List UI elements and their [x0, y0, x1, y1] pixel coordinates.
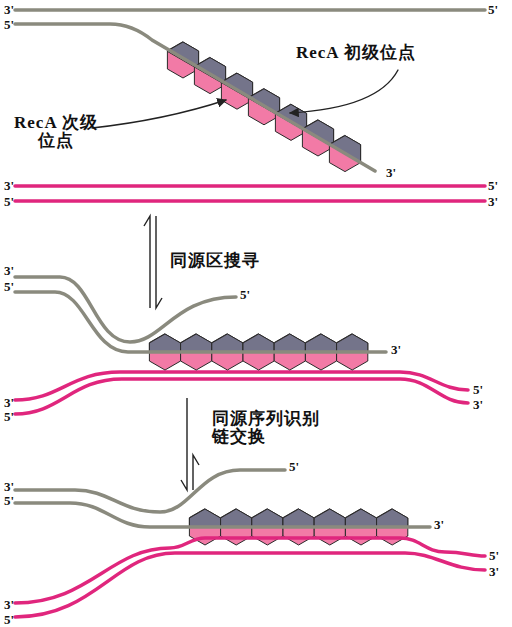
- dna-strand: [15, 379, 468, 414]
- strand-end-label: 3': [4, 264, 14, 278]
- strand-end-label: 5': [289, 460, 299, 474]
- dna-strand: [15, 538, 485, 603]
- strand-end-label: 5': [4, 613, 14, 627]
- dna-strand: [15, 277, 236, 342]
- callout-label: 同源序列识别 链交换: [212, 410, 330, 446]
- panel-three: [15, 470, 485, 617]
- strand-end-label: 3': [4, 3, 14, 17]
- equilibrium-arrows: [181, 398, 199, 490]
- strand-end-label: 3': [4, 396, 14, 410]
- strand-end-label: 3': [4, 598, 14, 612]
- dna-strand: [15, 292, 386, 352]
- strand-end-label: 3': [391, 343, 401, 357]
- strand-end-label: 5': [240, 288, 250, 302]
- strand-end-label: 3': [434, 518, 444, 532]
- strand-end-label: 3': [386, 166, 396, 180]
- strand-end-label: 3': [4, 480, 14, 494]
- leader-line: [290, 70, 398, 113]
- equilibrium-arrows: [144, 216, 162, 308]
- strand-end-label: 5': [4, 494, 14, 508]
- dna-strand: [15, 184, 485, 188]
- strand-end-label: 5': [489, 549, 499, 563]
- strand-end-label: 5': [4, 280, 14, 294]
- strand-end-label: 5': [488, 179, 498, 193]
- strand-end-label: 3': [473, 398, 483, 412]
- strand-end-label: 5': [4, 18, 14, 32]
- strand-end-label: 5': [4, 195, 14, 209]
- strand-end-label: 5': [488, 3, 498, 17]
- callout-label: 同源区搜寻: [170, 252, 260, 270]
- leader-line: [92, 100, 226, 128]
- dna-strand: [15, 470, 285, 512]
- callout-label: RecA 次级位点: [14, 114, 98, 150]
- strand-end-label: 5': [4, 410, 14, 424]
- dna-strand: [15, 503, 430, 527]
- callout-label: RecA 初级位点: [296, 44, 416, 62]
- panel-one: [15, 10, 485, 201]
- dna-strand: [15, 199, 485, 203]
- strand-end-label: 5': [473, 383, 483, 397]
- strand-end-label: 3': [488, 195, 498, 209]
- strand-end-label: 3': [4, 179, 14, 193]
- dna-strand: [15, 8, 485, 12]
- strand-end-label: 3': [489, 565, 499, 579]
- panel-two: [15, 277, 468, 414]
